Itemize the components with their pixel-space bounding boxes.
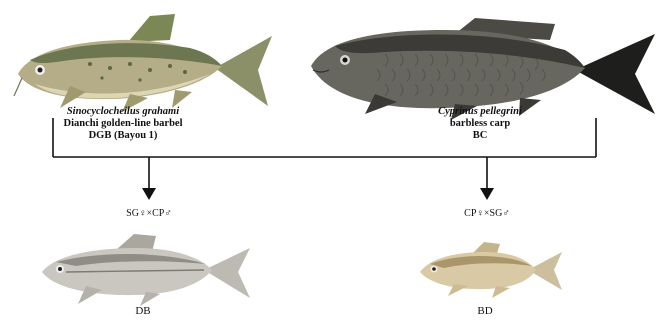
- parent-left-code: DGB (Bayou 1): [48, 130, 198, 142]
- right-arrow-head: [480, 188, 494, 200]
- sinocyclocheilus-grahami-fish-image: [10, 8, 275, 118]
- parent-right-code: BC: [410, 130, 550, 142]
- db-hybrid-fish-image: [36, 232, 252, 308]
- parent-left-common-name: Dianchi golden-line barbel: [48, 118, 198, 130]
- parent-right-species: Cyprinus pellegrini: [410, 106, 550, 118]
- bd-hybrid-fish-image: [416, 240, 564, 300]
- cross-left-label: SG♀×CP♂: [104, 208, 194, 219]
- cross-right-label: CP♀×SG♂: [442, 208, 532, 219]
- offspring-left-label: DB: [118, 305, 168, 317]
- offspring-right-label: BD: [460, 305, 510, 317]
- parent-right-common-name: barbless carp: [410, 118, 550, 130]
- parent-right-label: Cyprinus pellegrini barbless carp BC: [410, 106, 550, 142]
- parent-left-label: Sinocyclocheilus grahami Dianchi golden-…: [48, 106, 198, 142]
- parent-left-species: Sinocyclocheilus grahami: [48, 106, 198, 118]
- left-arrow-head: [142, 188, 156, 200]
